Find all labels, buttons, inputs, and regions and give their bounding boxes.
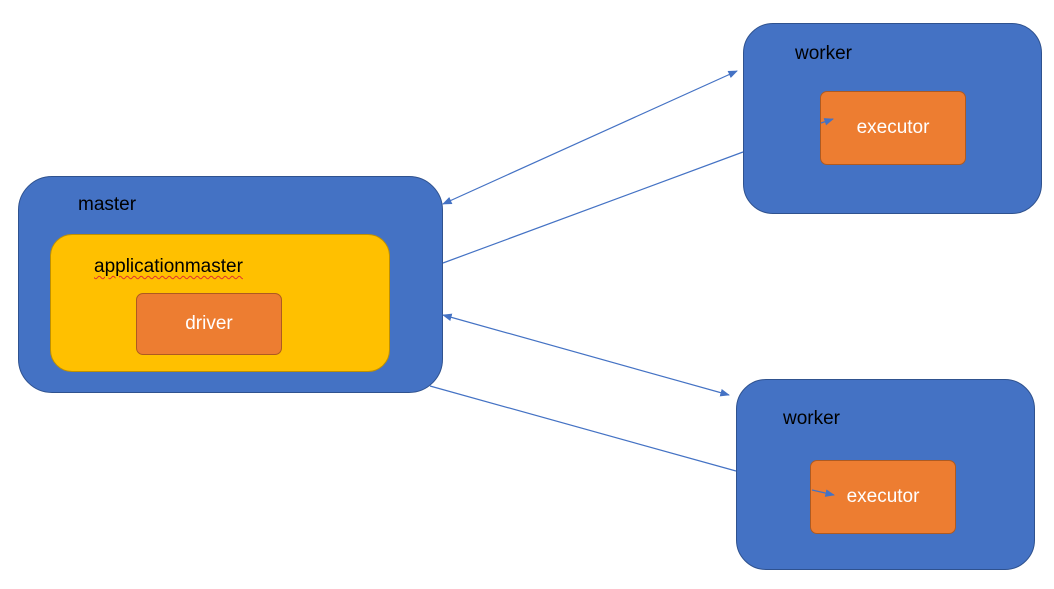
master-label: master <box>78 194 137 215</box>
edge-worker-top-master <box>442 151 744 264</box>
edge-master-worker-top-bidirectional <box>442 70 738 205</box>
driver-label: driver <box>185 313 233 334</box>
executor-box-top: executor <box>820 91 966 165</box>
worker-node-top: worker executor <box>743 23 1042 214</box>
master-node: master applicationmaster driver <box>18 176 443 393</box>
application-master-label: applicationmaster <box>94 256 243 277</box>
application-master-box: applicationmaster driver <box>50 234 390 372</box>
edge-master-worker-bottom-bidirectional <box>442 313 730 397</box>
executor-box-bottom: executor <box>810 460 956 534</box>
edge-master-worker-bottom <box>429 385 737 472</box>
worker-top-label: worker <box>795 43 853 64</box>
worker-bottom-label: worker <box>783 408 841 429</box>
executor-bottom-label: executor <box>846 486 920 507</box>
worker-node-bottom: worker executor <box>736 379 1035 570</box>
executor-top-label: executor <box>856 117 930 138</box>
driver-box: driver <box>136 293 282 355</box>
